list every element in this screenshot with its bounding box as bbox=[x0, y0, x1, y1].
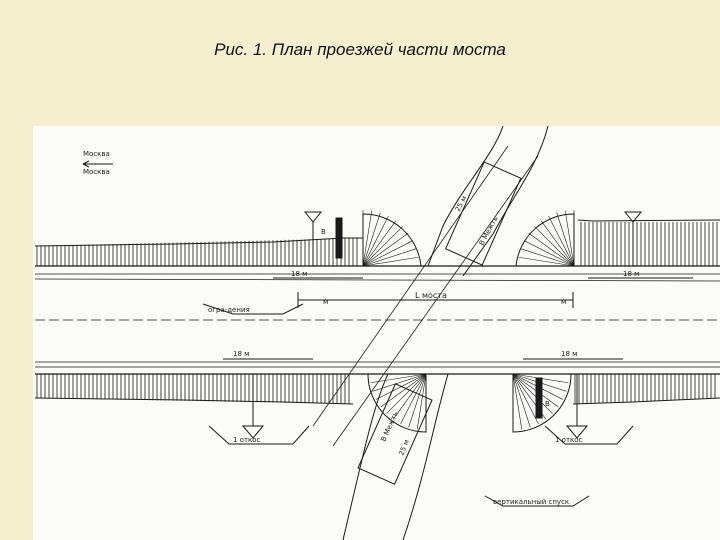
river-bank-left-top bbox=[427, 126, 504, 267]
fence-callout bbox=[202, 303, 304, 315]
bottom-left-cone bbox=[367, 373, 427, 433]
pipe-label-bottom: В Межть bbox=[380, 410, 400, 442]
span-label-top: 25 м bbox=[454, 195, 469, 213]
bottom-left-slope-hatching bbox=[36, 374, 350, 404]
bridge-plan-svg: Москва Москва L моста огра-дения 18 м 18… bbox=[34, 126, 720, 540]
top-left-cone bbox=[362, 213, 422, 267]
pipe-label-top: В Межть bbox=[478, 215, 500, 247]
bridge-plan-drawing: Москва Москва L моста огра-дения 18 м 18… bbox=[33, 126, 720, 540]
bottom-pipe-box bbox=[357, 383, 433, 485]
skew-axis-1 bbox=[312, 145, 509, 427]
cone-callout-right bbox=[544, 425, 634, 445]
wall-bottom-right bbox=[535, 377, 543, 419]
dim-18-bottom-left: 18 м bbox=[233, 350, 249, 358]
dim-m-left: м bbox=[323, 298, 328, 306]
cone-label-left: 1 откос bbox=[233, 436, 261, 444]
river-bank-left-bottom bbox=[342, 373, 389, 540]
dim-m-right: м bbox=[561, 298, 566, 306]
span-label-bottom: 25 м bbox=[397, 439, 411, 457]
wall-top-left bbox=[335, 217, 343, 259]
top-embankment-edge-right bbox=[577, 219, 720, 222]
top-left-slope-hatching bbox=[36, 238, 358, 266]
skew-axis-2 bbox=[332, 155, 539, 447]
slope-callout bbox=[484, 495, 590, 507]
bottom-right-slope-hatching bbox=[574, 374, 716, 404]
top-right-slope-hatching bbox=[580, 222, 718, 266]
dim-18-top-left: 18 м bbox=[291, 270, 307, 278]
direction-label-bottom: Москва bbox=[83, 168, 110, 176]
direction-label-top: Москва bbox=[83, 150, 110, 158]
marker-top-right bbox=[623, 211, 643, 223]
dim-18-bottom-right: 18 м bbox=[561, 350, 577, 358]
top-fence-line bbox=[34, 278, 720, 282]
width-label-top: В bbox=[321, 228, 326, 236]
dim-18-top-right: 18 м bbox=[623, 270, 639, 278]
cone-label-right: 1 откос bbox=[555, 436, 583, 444]
slope-note: вертикальный спуск bbox=[493, 498, 569, 506]
cone-callout-left bbox=[208, 425, 310, 445]
river-bank-right-bottom bbox=[402, 373, 449, 540]
cone-hatching bbox=[362, 210, 575, 430]
top-embankment-edge-left bbox=[34, 237, 363, 247]
top-pipe-box bbox=[444, 161, 522, 266]
width-label-bottom: В bbox=[545, 400, 550, 408]
river-bank-right-top bbox=[462, 126, 549, 277]
direction-arrow-head bbox=[82, 160, 90, 168]
bridge-length-label: L моста bbox=[415, 291, 447, 300]
bottom-right-cone bbox=[512, 373, 572, 433]
bottom-embankment-edge-right bbox=[572, 397, 720, 405]
slide-title: Рис. 1. План проезжей части моста bbox=[214, 40, 506, 59]
marker-top-left bbox=[303, 211, 323, 223]
top-right-cone bbox=[515, 213, 575, 267]
fence-label: огра-дения bbox=[208, 306, 250, 314]
